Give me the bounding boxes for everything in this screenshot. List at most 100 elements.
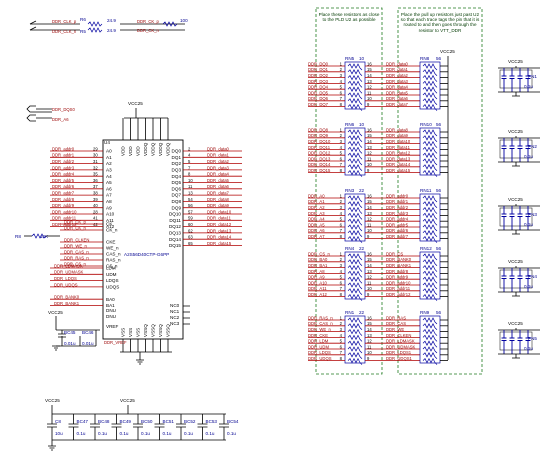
rnet-0-left-net-6: DDR_DQ6	[308, 96, 329, 101]
dnu-pin-1: DNU	[106, 308, 116, 313]
rnet-1-right-pin-6: 10	[367, 162, 372, 167]
rnet-4-right-pin-2: 14	[367, 327, 372, 332]
rnet-4-right-net-1: DDR_CAS	[386, 321, 406, 326]
chip-right-pin-12: DQ12	[169, 224, 181, 229]
chip-left-pin-11: A11	[106, 218, 114, 223]
chip-right-pinnum-12: 60	[188, 222, 193, 227]
pn-ref-2: PN3	[528, 212, 537, 217]
rnet-0-left-pin-6: 7	[340, 96, 343, 101]
chip-left-net-0: DDR_addr0	[52, 146, 75, 151]
chip-left-pinnum-11: 41	[93, 216, 98, 221]
chip-right-pin-7: DQ7	[172, 193, 182, 198]
chip-left-pin-7: A7	[106, 193, 112, 198]
chip-right-net-2: DDR_data2	[207, 159, 230, 164]
rnet-1-left-pin-4: 5	[340, 151, 343, 156]
vref-pin: VREF	[106, 324, 118, 329]
pn-vcc-3: VCC25	[508, 259, 523, 264]
chip-bottom-pin-5: VSSQ	[158, 324, 163, 337]
rnet-2-left-net-7: DDR_A7	[308, 234, 325, 239]
chip-left-pin-0: A0	[106, 149, 112, 154]
rnet-value-0: 10	[359, 56, 365, 61]
rnet-1-left-net-6: DDR_DQ14	[308, 162, 331, 167]
rnet-2-right-net-7: DDR_addr7	[386, 234, 409, 239]
rnet-ref-1: RN6	[345, 122, 355, 127]
rnet-1-left-net-5: DDR_DQ13	[308, 156, 331, 161]
rnet-1-right-net-0: DDR_data8	[386, 127, 409, 132]
rnet-value-4: 22	[359, 310, 365, 315]
chip-left-pin-5: A5	[106, 180, 112, 185]
rnet-3-left-net-7: DDR_A12	[308, 292, 328, 297]
rnet-3-left-pin-4: 5	[340, 275, 343, 280]
decouple-cap-value-5: 0.1u	[163, 431, 172, 436]
rnet-2-left-net-3: DDR_A3	[308, 211, 325, 216]
chip-ctrl-net-5: DDR_RAS_n	[64, 255, 89, 260]
chip-bottom-pin-2: VSS	[136, 328, 141, 337]
rnet-3-right-net-0: DDR_CS	[386, 251, 403, 256]
chip-left-net-6: DDR_addr6	[52, 184, 75, 189]
rnet-0-left-pin-7: 8	[340, 102, 343, 107]
rnet-1-left-net-3: DDR_DQ11	[308, 145, 331, 150]
chip-right-pin-13: DQ13	[169, 231, 181, 236]
pn-ref-0: PN1	[528, 74, 537, 79]
rnet-1-left-net-7: DDR_DQ15	[308, 168, 331, 173]
bc45-ref: BC45	[64, 330, 76, 335]
chip-top-pin-3: VDDQ	[143, 142, 148, 156]
rnet-1-right-net-3: DDR_data11	[386, 145, 411, 150]
chip-mask-pin-0: LDM	[106, 266, 116, 271]
rnet-2-left-net-5: DDR_A5	[308, 222, 325, 227]
chip-bottom-pin-4: VSSQ	[151, 324, 156, 337]
rnet-4-left-pin-4: 5	[340, 339, 343, 344]
chip-right-pinnum-2: 5	[188, 159, 191, 164]
chip-right-pin-1: DQ1	[172, 155, 182, 160]
vref-vcc-label: VCC25	[48, 310, 63, 315]
rnet-2-left-pin-3: 4	[340, 211, 343, 216]
rnet-3-right-pin-3: 13	[367, 269, 372, 274]
pullup-value-4: 56	[436, 310, 442, 315]
decouple-cap-ref-7: BC53	[206, 419, 218, 424]
bc46-value: 0.01u	[82, 341, 94, 346]
r6-ref: R6	[80, 17, 86, 22]
rnet-3-right-pin-2: 14	[367, 263, 372, 268]
chip-right-pinnum-14: 63	[188, 235, 193, 240]
chip-ctrl-pin-0: CK	[106, 222, 113, 227]
rnet-3-right-pin-0: 16	[367, 251, 372, 256]
pullup-vcc-label: VCC25	[440, 49, 455, 54]
rnet-1-left-pin-3: 4	[340, 145, 343, 150]
rnet-2-right-pin-7: 9	[367, 234, 370, 239]
rnet-2-left-pin-1: 2	[340, 199, 343, 204]
rnet-2-right-pin-0: 16	[367, 193, 372, 198]
rnet-0-right-pin-0: 16	[367, 61, 372, 66]
chip-ctrl-net-1: DDR_CK_n	[64, 225, 87, 230]
rnet-1-right-net-6: DDR_data14	[386, 162, 411, 167]
rnet-3-left-pin-1: 2	[340, 257, 343, 262]
pullup-value-0: 56	[436, 56, 442, 61]
chip-mask-net-5: DDR_BANK1	[54, 301, 80, 306]
rnet-4-right-net-2: DDR_WE	[386, 327, 404, 332]
rnet-0-right-pin-6: 10	[367, 96, 372, 101]
rnet-1-left-net-0: DDR_DQ8	[308, 127, 329, 132]
chip-left-pin-6: A6	[106, 186, 112, 191]
rnet-2-right-pin-2: 14	[367, 205, 372, 210]
rnet-2-right-net-2: DDR_addr2	[386, 205, 409, 210]
rnet-3-left-pin-7: 8	[340, 292, 343, 297]
pullup-ref-0: RN8	[420, 56, 430, 61]
chip-left-pinnum-9: 40	[93, 203, 98, 208]
rnet-2-left-pin-5: 6	[340, 222, 343, 227]
chip-right-net-13: DDR_data13	[207, 228, 232, 233]
decouple-cap-ref-6: BC52	[184, 419, 196, 424]
pn-value-1: 0.1u	[524, 154, 533, 159]
rnet-2-right-pin-1: 15	[367, 199, 372, 204]
chip-mask-pin-1: UDM	[106, 272, 117, 277]
rnet-1-left-pin-7: 8	[340, 168, 343, 173]
chip-mask-net-1: DDR_UDMASK	[54, 270, 84, 275]
ckei-resistor-ref: R8	[15, 234, 21, 239]
rnet-1-right-pin-1: 15	[367, 133, 372, 138]
bc45-value: 0.01u	[64, 341, 76, 346]
dnu-pin-2: DNU	[106, 314, 116, 319]
chip-left-pinnum-12: 42	[93, 222, 98, 227]
rnet-4-left-net-5: DDR_UDM	[308, 344, 329, 349]
rnet-2-left-pin-6: 7	[340, 228, 343, 233]
pn-value-4: 0.1u	[524, 346, 533, 351]
rnet-3-right-net-7: DDR_addr12	[386, 292, 411, 297]
